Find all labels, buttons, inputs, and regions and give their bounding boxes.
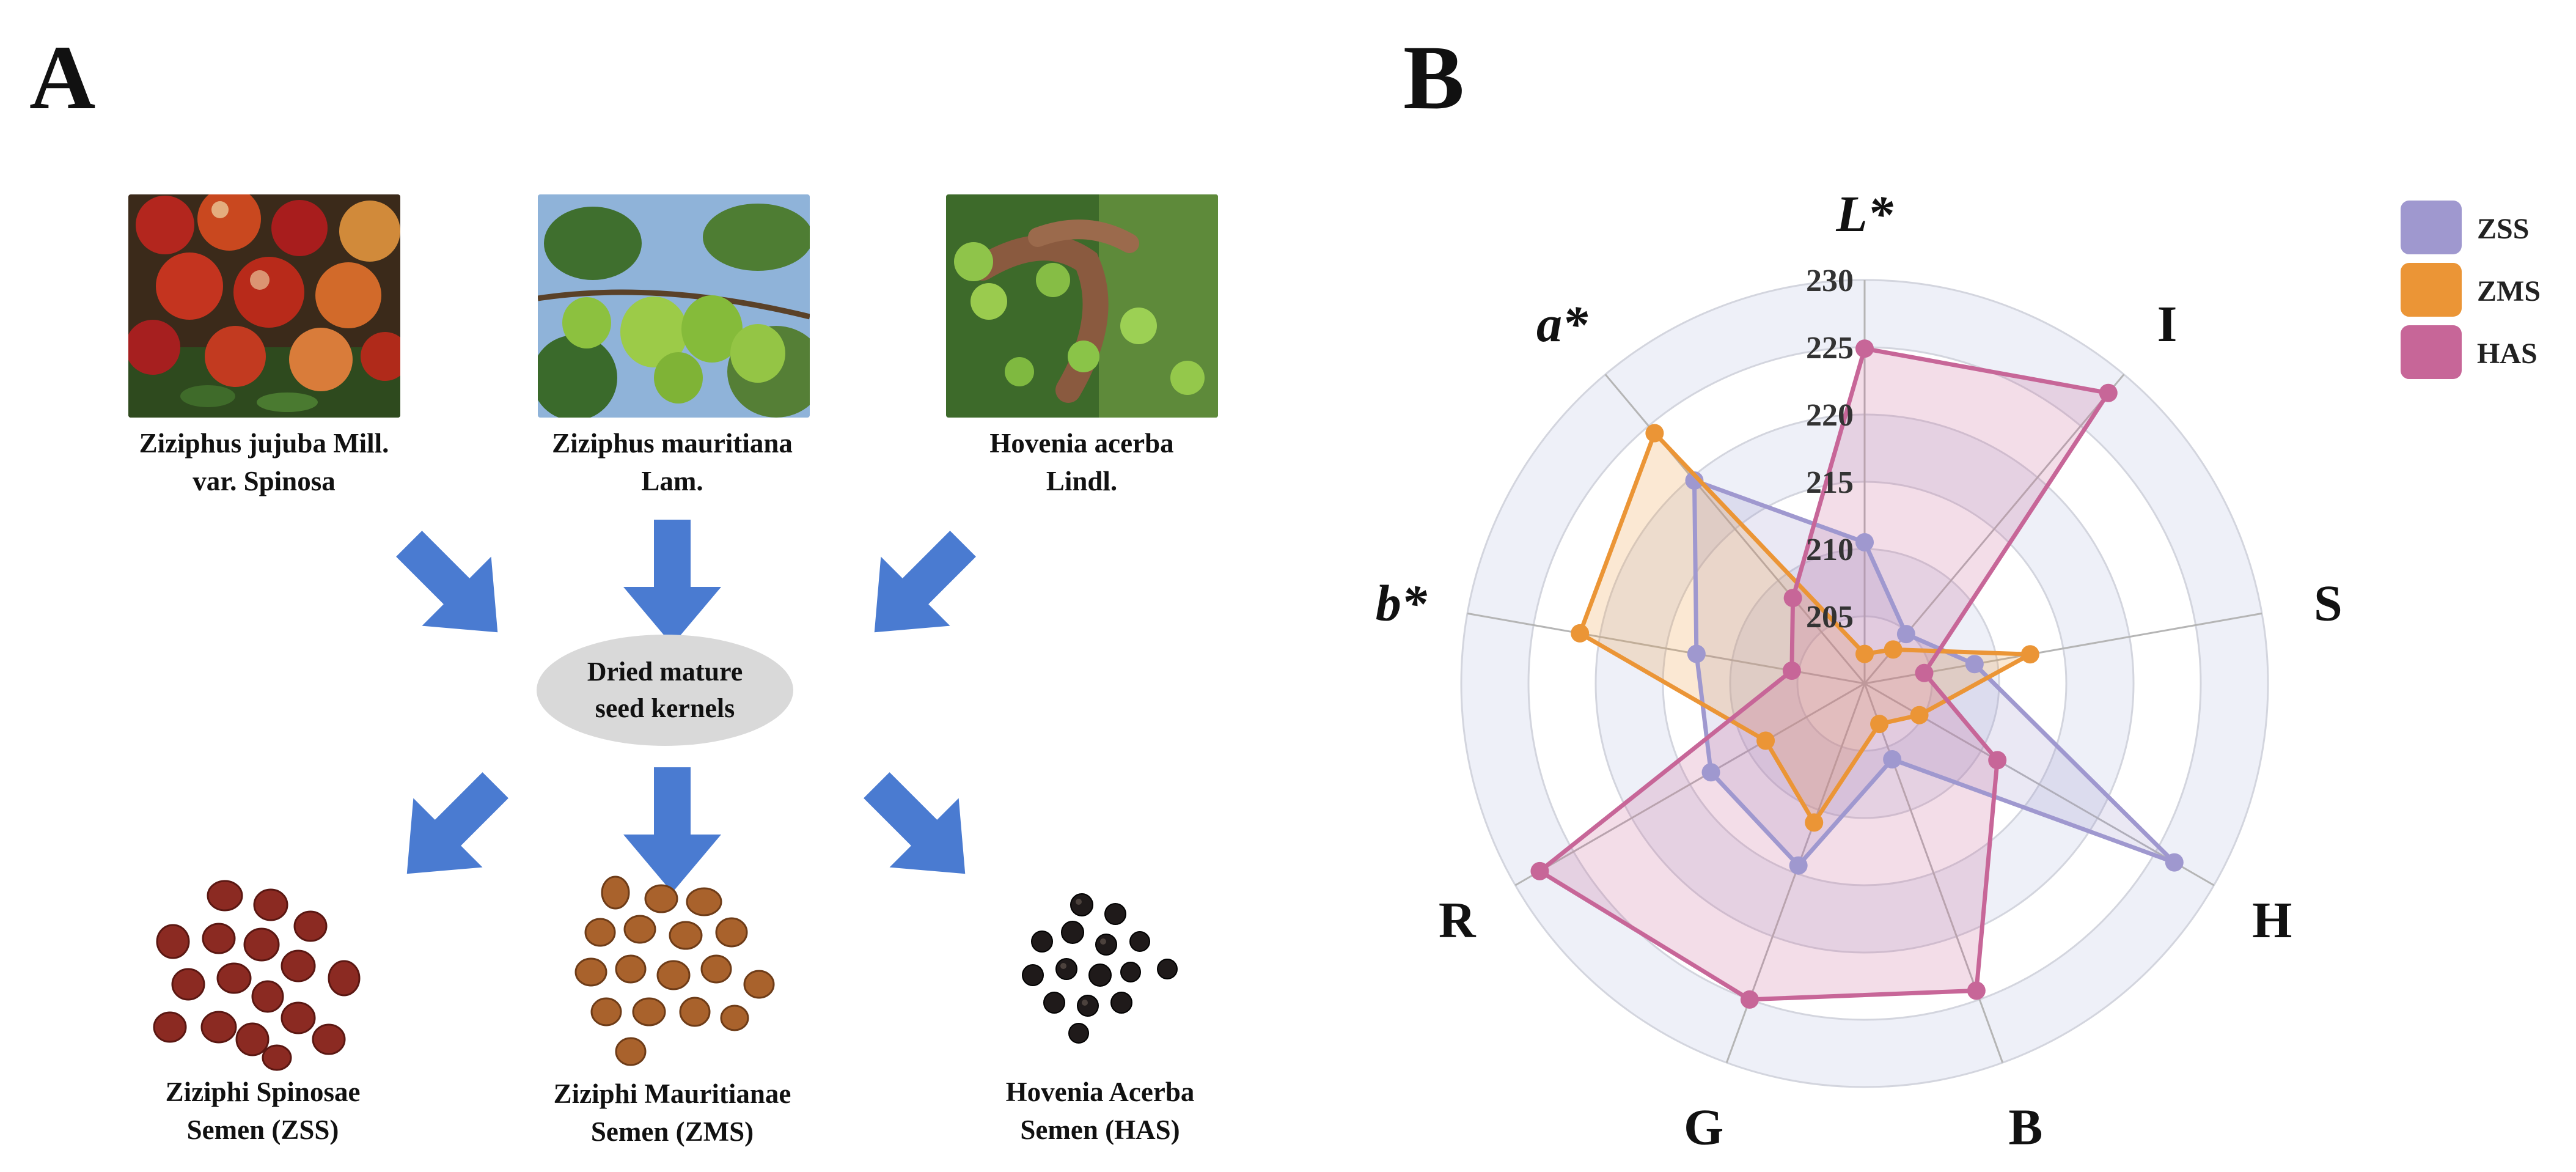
arrow-down-icon xyxy=(623,767,721,893)
arrow-down-icon xyxy=(623,520,721,645)
data-point-zms xyxy=(1756,731,1775,750)
product-line: Semen (HAS) xyxy=(1020,1115,1180,1145)
data-point-zms xyxy=(2020,645,2039,664)
product-label-zms: Ziziphi Mauritianae Semen (ZMS) xyxy=(477,1075,868,1151)
arrow-down-left-icon xyxy=(406,772,508,874)
data-point-has xyxy=(1783,589,1802,608)
product-line: Semen (ZSS) xyxy=(186,1115,339,1145)
radial-tick-label: 220 xyxy=(1806,398,1854,433)
series-line-has xyxy=(1537,346,2111,1002)
data-point-has xyxy=(1915,663,1934,682)
axis-label-b: B xyxy=(2008,1099,2042,1156)
jujuba-fruit-photo xyxy=(128,194,400,418)
radar-chart: 205 210 215 220 225 230 L* I S H B G Rb* a* ZSS ZMS HA… xyxy=(1376,186,2541,1156)
data-point-zms xyxy=(1855,644,1874,663)
product-line: Ziziphi Mauritianae xyxy=(553,1078,791,1109)
axis-label-a-star: a* xyxy=(1536,296,1588,353)
hub-line: seed kernels xyxy=(595,693,735,723)
radial-tick-label: 225 xyxy=(1806,331,1854,366)
arrow-down-right-icon xyxy=(864,772,966,874)
panel-a-label: A xyxy=(29,27,96,128)
data-point-zms xyxy=(1870,715,1889,734)
panel-b-label: B xyxy=(1403,27,1465,128)
species-line: Ziziphus jujuba Mill. xyxy=(139,428,389,459)
dried-seed-kernels-node: Dried mature seed kernels xyxy=(537,635,793,746)
axis-label-i: I xyxy=(2157,296,2178,353)
data-point-zss xyxy=(1685,471,1704,490)
axis-spoke xyxy=(1604,374,1866,684)
radar-series xyxy=(1530,339,2184,1009)
series-fill-zms xyxy=(1580,433,2030,823)
species-label-mauritiana: Ziziphus mauritiana Lam. xyxy=(483,424,862,500)
legend-label-zms: ZMS xyxy=(2477,275,2541,308)
zms-seeds-image xyxy=(574,875,775,1066)
radial-tick-label: 215 xyxy=(1806,465,1854,500)
species-label-jujuba: Ziziphus jujuba Mill. var. Spinosa xyxy=(75,424,453,500)
series-line-zms xyxy=(1577,430,2033,825)
data-point-zss xyxy=(1789,856,1808,875)
data-point-zss xyxy=(1965,655,1984,674)
species-line: Hovenia acerba xyxy=(989,428,1174,459)
hovenia-fruit-photo xyxy=(946,194,1218,418)
product-line: Ziziphi Spinosae xyxy=(165,1077,361,1107)
species-label-hovenia: Hovenia acerba Lindl. xyxy=(892,424,1271,500)
data-point-zms xyxy=(1645,424,1664,443)
legend-swatch-zms xyxy=(2401,263,2462,317)
zss-seeds-image xyxy=(153,880,361,1071)
axis-label-g: G xyxy=(1684,1099,1723,1156)
mauritiana-fruit-photo xyxy=(538,194,810,418)
data-point-has xyxy=(1988,751,2007,770)
data-point-zss xyxy=(1687,644,1706,663)
axis-label-r: R xyxy=(1439,892,1477,949)
axis-labels: L* I S H B G Rb* a* xyxy=(1376,186,2343,1156)
legend-swatch-zss xyxy=(2401,201,2462,254)
data-point-zss xyxy=(1701,763,1720,782)
data-point-has xyxy=(1855,339,1874,358)
product-label-has: Hovenia Acerba Semen (HAS) xyxy=(905,1073,1296,1149)
data-point-zss xyxy=(1883,750,1902,769)
data-point-zss xyxy=(1855,533,1874,551)
species-line: Lindl. xyxy=(1046,466,1118,496)
legend-swatch-has xyxy=(2401,325,2462,379)
species-line: Ziziphus mauritiana xyxy=(552,428,793,459)
data-point-has xyxy=(1967,981,1986,1000)
series-fill-has xyxy=(1539,348,2108,1000)
radial-tick-label: 230 xyxy=(1806,264,1854,298)
series-fill-zss xyxy=(1694,480,2174,866)
data-point-has xyxy=(1530,861,1549,880)
product-label-zss: Ziziphi Spinosae Semen (ZSS) xyxy=(67,1073,458,1149)
data-point-zss xyxy=(2165,853,2184,872)
product-line: Hovenia Acerba xyxy=(1005,1077,1195,1107)
axis-label-l-star: L* xyxy=(1835,186,1893,243)
data-point-has xyxy=(2099,383,2118,402)
hub-line: Dried mature xyxy=(587,657,743,687)
data-point-zms xyxy=(1884,640,1903,659)
data-point-has xyxy=(1740,990,1759,1009)
arrow-down-left-icon xyxy=(874,531,976,633)
has-seeds-image xyxy=(1022,893,1178,1044)
radial-tick-label: 210 xyxy=(1806,533,1854,567)
radial-tick-labels: 205 210 215 220 225 230 xyxy=(1806,264,1854,635)
data-point-zss xyxy=(1896,625,1915,644)
data-point-zms xyxy=(1910,706,1929,724)
radial-tick-label: 205 xyxy=(1806,600,1854,635)
data-point-has xyxy=(1782,661,1801,680)
legend: ZSS ZMS HAS xyxy=(2401,201,2541,379)
axis-label-s: S xyxy=(2314,575,2343,632)
species-line: var. Spinosa xyxy=(193,466,336,496)
axis-label-h: H xyxy=(2252,892,2292,949)
axis-spoke xyxy=(1514,682,1865,886)
axis-label-b-star: b* xyxy=(1376,575,1428,632)
data-point-zms xyxy=(1571,624,1590,643)
legend-label-zss: ZSS xyxy=(2477,213,2529,245)
data-point-zms xyxy=(1805,813,1824,832)
product-line: Semen (ZMS) xyxy=(590,1116,754,1147)
legend-label-has: HAS xyxy=(2477,337,2537,370)
species-line: Lam. xyxy=(641,466,703,496)
axis-spoke xyxy=(1863,683,2004,1063)
arrow-down-right-icon xyxy=(396,531,498,633)
